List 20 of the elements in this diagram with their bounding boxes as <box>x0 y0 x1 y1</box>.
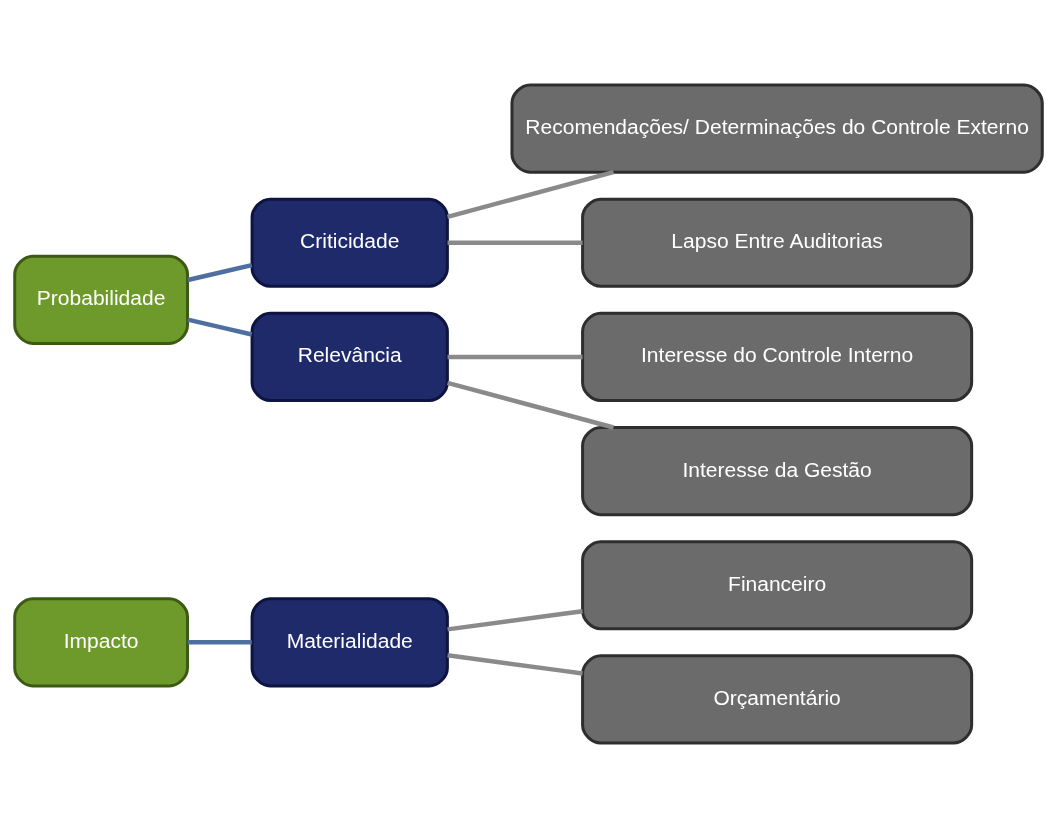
connector <box>446 380 615 430</box>
connector <box>446 170 615 219</box>
connector <box>447 354 583 360</box>
node-box: Probabilidade <box>13 254 189 345</box>
connector <box>447 653 583 676</box>
node-box: Impacto <box>13 597 189 688</box>
connector <box>447 240 583 245</box>
node-box: Criticidade <box>250 197 449 288</box>
connector <box>187 262 253 283</box>
node-box: Interesse da Gestão <box>581 426 974 517</box>
node-box: Relevância <box>250 311 449 402</box>
node-box: Materialidade <box>250 597 449 688</box>
node-box: Financeiro <box>581 540 974 631</box>
connector <box>187 640 252 645</box>
node-box: Recomendações/ Determinações do Controle Externo <box>510 83 1044 174</box>
node-box: Lapso Entre Auditorias <box>581 197 974 288</box>
connector <box>447 609 583 632</box>
node-box: Orçamentário <box>581 654 974 745</box>
node-box: Interesse do Controle Interno <box>581 311 974 402</box>
connector <box>187 317 253 337</box>
